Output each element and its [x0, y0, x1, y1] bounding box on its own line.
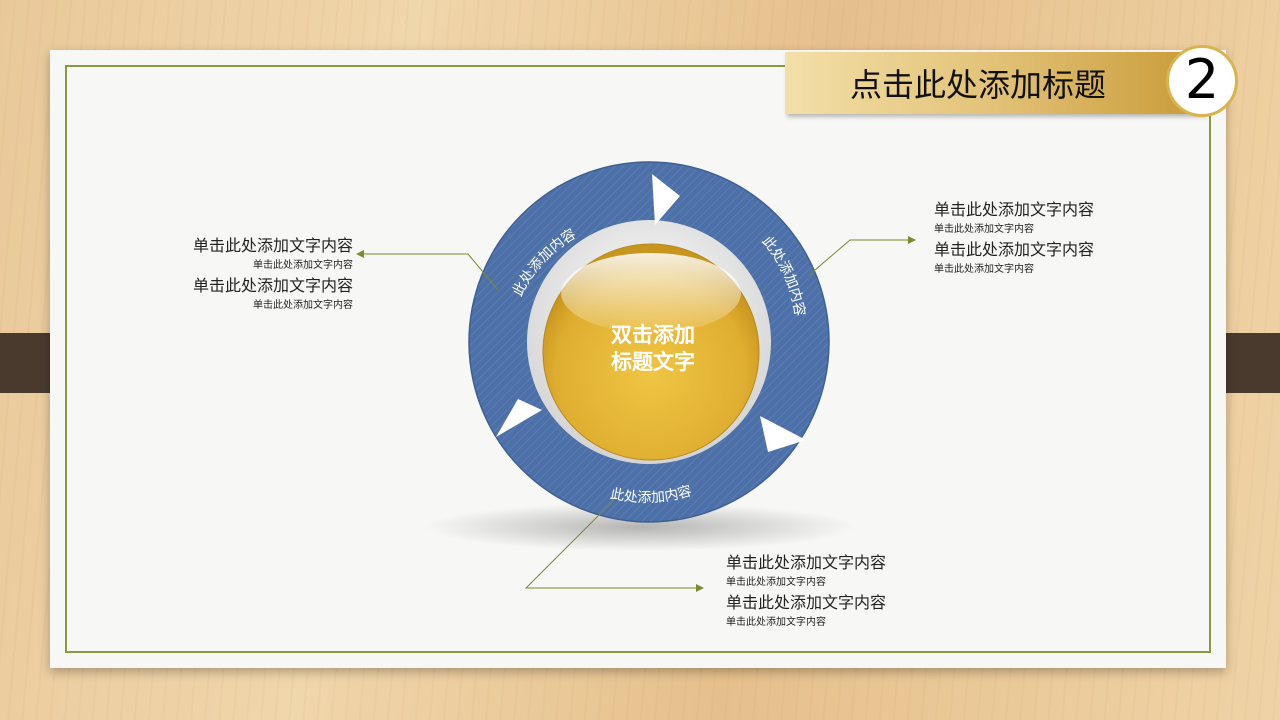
page-title[interactable]: 点击此处添加标题 [850, 66, 1107, 104]
title-bar [785, 52, 1205, 114]
arrow-top-icon [652, 174, 680, 225]
text-block-left-small-1: 单击此处添加文字内容 [253, 260, 353, 271]
text-block-left-line-1: 单击此处添加文字内容 [192, 236, 353, 255]
arrow-bottom-right-icon [760, 416, 806, 452]
text-block-left-line-2: 单击此处添加文字内容 [192, 276, 353, 295]
text-block-right-small-1: 单击此处添加文字内容 [934, 224, 1034, 235]
connector-left [362, 253, 499, 291]
arrow-left-icon [496, 399, 542, 437]
center-title-line-2: 标题文字 [611, 350, 695, 374]
center-title-line-1: 双击添加 [611, 323, 695, 347]
section-number-badge: 2 [1166, 45, 1238, 117]
text-block-right[interactable]: 单击此处添加文字内容 单击此处添加文字内容 单击此处添加文字内容 单击此处添加文… [934, 198, 1194, 278]
text-block-bottom-line-2: 单击此处添加文字内容 [726, 593, 887, 612]
text-block-bottom-line-1: 单击此处添加文字内容 [726, 553, 887, 572]
connector-right [807, 239, 910, 277]
text-block-left-small-2: 单击此处添加文字内容 [253, 300, 353, 311]
connector-bottom [524, 499, 698, 589]
text-block-right-line-1: 单击此处添加文字内容 [934, 200, 1095, 219]
gloss-highlight [561, 253, 741, 333]
text-block-bottom-small-2: 单击此处添加文字内容 [726, 617, 826, 628]
center-title[interactable]: 双击添加 标题文字 [580, 322, 726, 376]
connector-bottom-arrow-icon [696, 584, 704, 592]
text-block-bottom[interactable]: 单击此处添加文字内容 单击此处添加文字内容 单击此处添加文字内容 单击此处添加文… [726, 551, 986, 631]
text-block-right-line-2: 单击此处添加文字内容 [934, 240, 1095, 259]
text-block-bottom-small-1: 单击此处添加文字内容 [726, 577, 826, 588]
text-block-left[interactable]: 单击此处添加文字内容 单击此处添加文字内容 单击此处添加文字内容 单击此处添加文… [150, 234, 353, 314]
green-frame [65, 65, 1211, 653]
connector-right-arrow-icon [908, 236, 916, 244]
ring-shadow [425, 503, 855, 551]
text-block-right-small-2: 单击此处添加文字内容 [934, 264, 1034, 275]
connector-left-arrow-icon [356, 250, 364, 258]
